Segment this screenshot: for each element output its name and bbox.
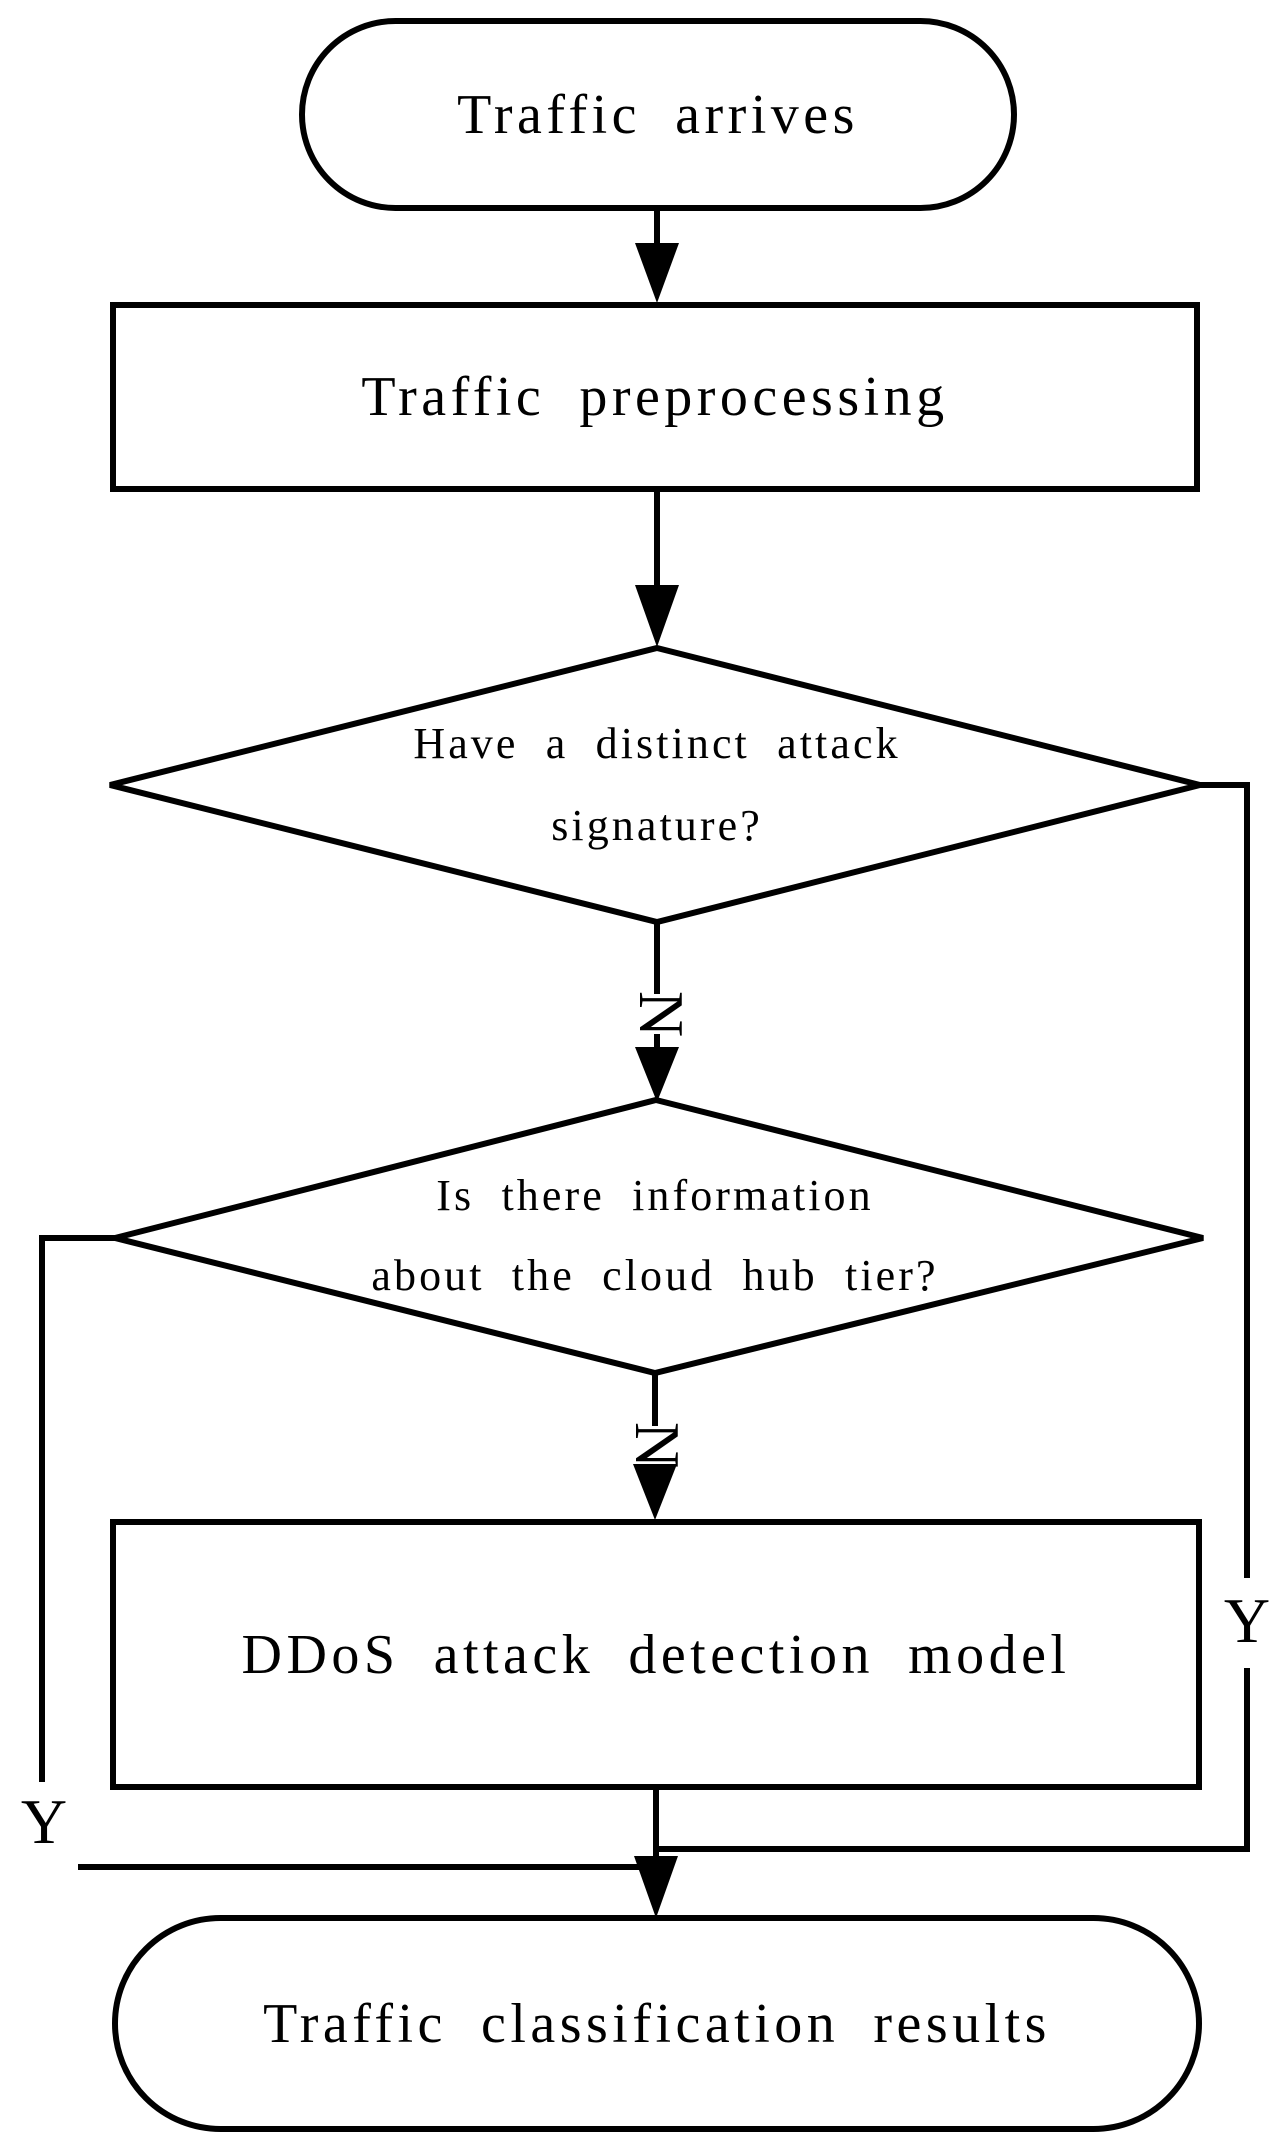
decision-attack-signature-line1: Have a distinct attack — [413, 719, 901, 768]
line-yes-right-bottom — [654, 1668, 1250, 1852]
decision-cloud-hub-line1: Is there information — [436, 1171, 874, 1220]
arrowhead-into-preprocess — [635, 243, 679, 303]
node-traffic-preprocessing: Traffic preprocessing — [110, 302, 1200, 492]
decision-attack-signature-label: Have a distinct attack signature? — [107, 703, 1207, 867]
edge-label-y-left: Y — [20, 1786, 68, 1857]
node-traffic-arrives: Traffic arrives — [299, 18, 1017, 211]
node-traffic-classification-results-label: Traffic classification results — [263, 1992, 1051, 2055]
diamond-attack-signature — [109, 644, 1201, 926]
decision-attack-signature-line2: signature? — [551, 801, 763, 850]
decision-cloud-hub-label: Is there information about the cloud hub… — [105, 1156, 1205, 1316]
node-traffic-preprocessing-label: Traffic preprocessing — [361, 366, 949, 428]
line-yes-right-top — [1200, 782, 1250, 1578]
node-traffic-arrives-label: Traffic arrives — [457, 83, 859, 146]
arrowhead-into-decision1 — [635, 585, 679, 647]
arrowhead-into-decision2 — [635, 1047, 679, 1102]
diamond-cloud-hub-info — [114, 1096, 1204, 1377]
node-ddos-detection-model: DDoS attack detection model — [110, 1519, 1202, 1790]
edge-label-y-right: Y — [1223, 1585, 1271, 1656]
node-ddos-detection-model-label: DDoS attack detection model — [241, 1623, 1071, 1686]
decision-cloud-hub-line2: about the cloud hub tier? — [371, 1251, 939, 1300]
line-yes-left-top — [39, 1235, 115, 1782]
edge-label-n-2: N — [622, 1421, 693, 1469]
node-traffic-classification-results: Traffic classification results — [112, 1915, 1202, 2132]
edge-label-n-1: N — [626, 990, 697, 1038]
arrowhead-into-ddos — [633, 1464, 677, 1520]
arrowhead-into-result — [634, 1856, 678, 1918]
